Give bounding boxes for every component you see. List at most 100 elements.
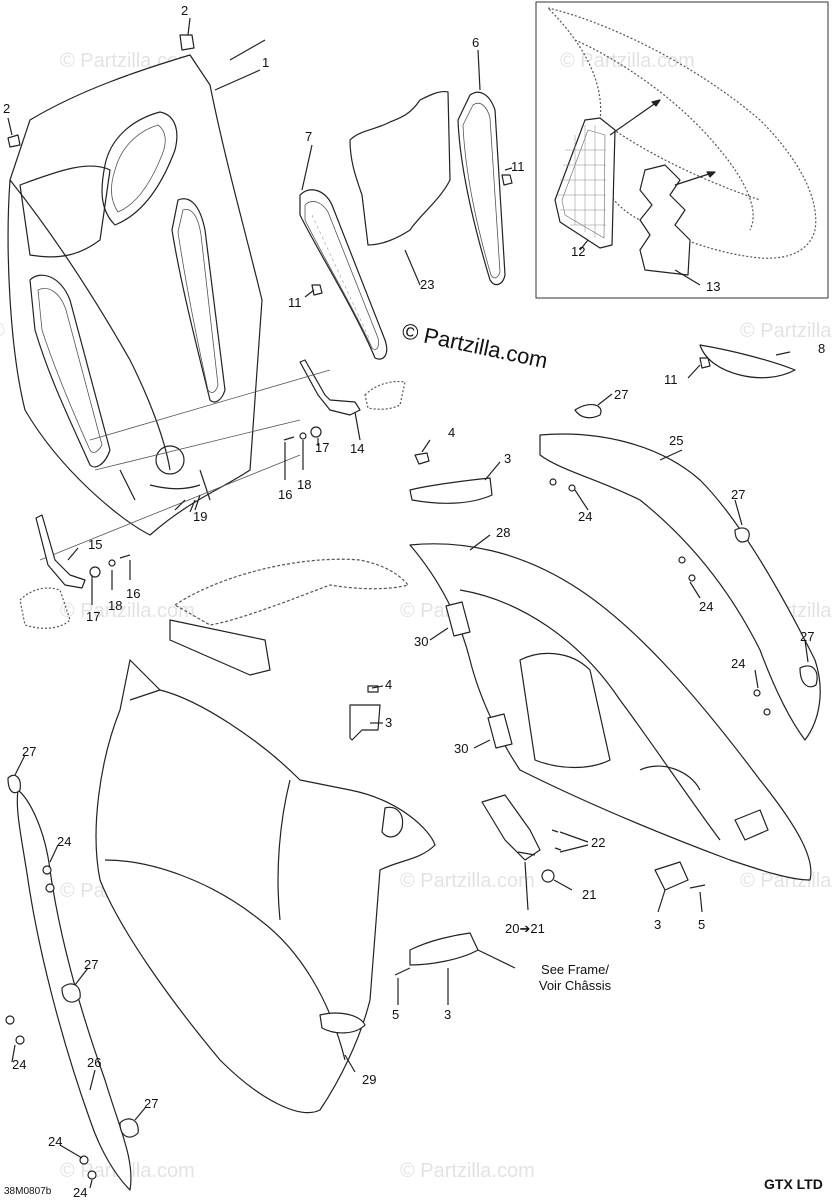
callout-12: 12 xyxy=(571,244,586,259)
callout-16: 16 xyxy=(126,586,141,601)
callout-22: 22 xyxy=(591,835,606,850)
callout-25: 25 xyxy=(669,433,684,448)
callout-2: 2 xyxy=(3,101,11,116)
part-4-cap xyxy=(414,452,430,465)
callout-27: 27 xyxy=(144,1096,159,1111)
part-5-screw xyxy=(394,967,411,976)
callout-2: 2 xyxy=(181,3,189,18)
frame-section-ghost xyxy=(174,558,409,626)
part-3-grommet xyxy=(349,704,381,741)
part-3-grommet xyxy=(409,477,493,504)
callout-3: 3 xyxy=(504,451,512,466)
part-29-left-side-panel xyxy=(95,659,436,1114)
callout-11: 11 xyxy=(511,159,525,174)
callout-3: 3 xyxy=(385,715,393,730)
callout-14: 14 xyxy=(350,441,365,456)
callout-27: 27 xyxy=(22,744,37,759)
callout-4: 4 xyxy=(385,677,393,692)
part-21-nut xyxy=(541,869,555,883)
part-18-nut xyxy=(299,432,307,440)
callout-23: 23 xyxy=(420,277,435,292)
part-6-vent-frame xyxy=(457,91,506,286)
watermark: © Partzilla.com xyxy=(560,50,695,72)
callout-11: 11 xyxy=(288,295,302,310)
part-5-screw xyxy=(689,884,706,889)
foam-pad-12 xyxy=(554,117,616,249)
drawing-code: 38M0807b xyxy=(4,1186,52,1197)
callout-3: 3 xyxy=(444,1007,452,1022)
callout-8: 8 xyxy=(818,341,826,356)
callout-29: 29 xyxy=(362,1072,377,1087)
callout-6: 6 xyxy=(472,35,480,50)
part-11-clip xyxy=(699,357,711,369)
part-8-trim xyxy=(699,344,796,379)
callout-4: 4 xyxy=(448,425,456,440)
part-20-bracket xyxy=(481,794,541,861)
callout-20-21: 20➔21 xyxy=(505,921,545,936)
inset-hood-outline xyxy=(547,7,817,259)
part-30-strip xyxy=(445,601,471,637)
part-1-upper-console xyxy=(7,39,266,536)
callout-30: 30 xyxy=(414,634,429,649)
callout-24: 24 xyxy=(57,834,72,849)
callout-27: 27 xyxy=(800,629,815,644)
model-label: GTX LTD xyxy=(764,1176,823,1192)
part-11-clip xyxy=(501,174,513,186)
part-16-screw xyxy=(283,436,295,441)
part-16-screw xyxy=(119,554,131,559)
callout-13: 13 xyxy=(706,279,721,294)
callout-24: 24 xyxy=(699,599,714,614)
callout-24: 24 xyxy=(12,1057,27,1072)
part-28-right-side-panel xyxy=(409,543,812,881)
part-23-foam xyxy=(349,90,451,246)
callout-26: 26 xyxy=(87,1055,102,1070)
inset-frame xyxy=(535,1,829,299)
part-15-bracket xyxy=(19,514,86,629)
callout-27: 27 xyxy=(614,387,629,402)
part-17-washer xyxy=(310,426,322,438)
callout-15: 15 xyxy=(88,537,103,552)
callout-16: 16 xyxy=(278,487,293,502)
part-3-grommet xyxy=(654,861,689,891)
callout-19: 19 xyxy=(193,509,208,524)
part-11-clip xyxy=(311,284,323,296)
frame-note: See Frame/ Voir Châssis xyxy=(515,962,635,995)
callout-30: 30 xyxy=(454,741,469,756)
callout-17: 17 xyxy=(86,609,101,624)
part-7-side-vent-frame xyxy=(299,189,388,360)
callout-21: 21 xyxy=(582,887,597,902)
frame-note-line1: See Frame/ xyxy=(541,962,609,977)
frame-note-line2: Voir Châssis xyxy=(538,978,612,994)
leader-line xyxy=(609,99,661,136)
part-3-grommet xyxy=(409,932,479,966)
callout-24: 24 xyxy=(731,656,746,671)
part-25-right-rail xyxy=(539,403,821,741)
callout-11: 11 xyxy=(664,372,678,387)
callout-27: 27 xyxy=(731,487,746,502)
part-22-screw xyxy=(551,829,562,851)
callout-1: 1 xyxy=(262,55,270,70)
callout-18: 18 xyxy=(297,477,312,492)
callout-5: 5 xyxy=(392,1007,400,1022)
watermark: © Partzilla.com xyxy=(400,870,535,892)
callout-24: 24 xyxy=(48,1134,63,1149)
part-17-washer xyxy=(89,566,101,578)
callout-24: 24 xyxy=(578,509,593,524)
watermark: © Partzilla.com xyxy=(60,600,195,622)
callout-17: 17 xyxy=(315,440,330,455)
watermark: © Partzilla.com xyxy=(400,1160,535,1182)
part-2-clip xyxy=(179,34,195,51)
callout-7: 7 xyxy=(305,129,313,144)
callout-28: 28 xyxy=(496,525,511,540)
callout-18: 18 xyxy=(108,598,123,613)
part-30-strip xyxy=(487,713,513,749)
part-18-nut xyxy=(108,559,116,567)
callout-3: 3 xyxy=(654,917,662,932)
callout-24: 24 xyxy=(73,1185,88,1200)
callout-5: 5 xyxy=(698,917,706,932)
watermark: © Partzilla.com xyxy=(740,320,832,342)
part-2-clip xyxy=(7,134,21,148)
callout-27: 27 xyxy=(84,957,99,972)
